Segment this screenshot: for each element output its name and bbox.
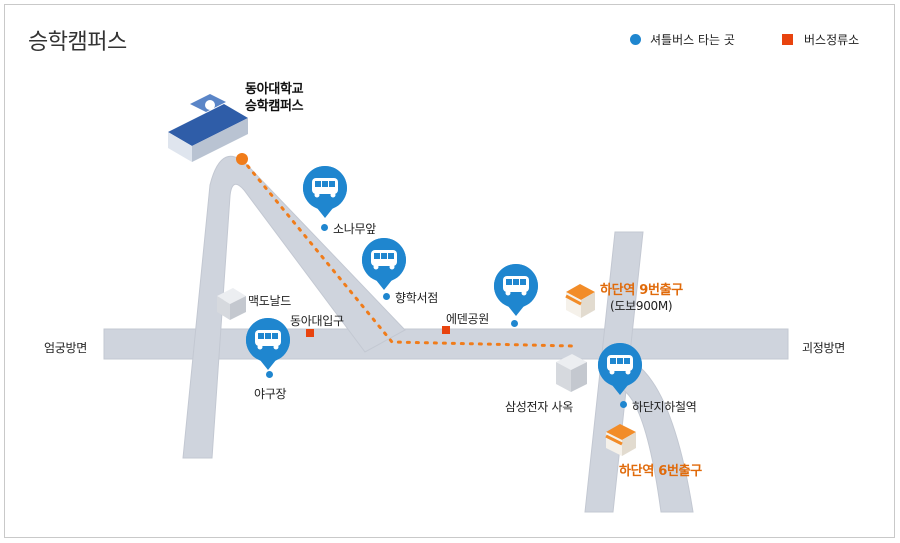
curve-road (619, 358, 694, 513)
bus-stop-marker (442, 326, 450, 334)
page-title: 승학캠퍼스 (28, 30, 127, 55)
landmark-samsung: 삼성전자 사옥 (505, 400, 573, 414)
shuttle-stop-dot (511, 320, 518, 327)
campus-label: 동아대학교 승학캠퍼스 (245, 81, 304, 115)
legend-shuttle-icon (630, 34, 641, 45)
samsung-building-icon (556, 354, 587, 392)
shuttle-stop-dot (383, 293, 390, 300)
shuttle-stop-dot (321, 224, 328, 231)
direction-east: 괴정방면 (802, 341, 845, 355)
mcdonalds-building-icon (217, 288, 246, 320)
shuttle-stop-hadan[interactable]: 하단지하철역 (632, 400, 697, 414)
subway-exit-9-label: 하단역 9번출구 (600, 283, 683, 298)
subway-exit-9-note: (도보900M) (610, 299, 673, 313)
shuttle-route (240, 157, 575, 348)
shuttle-stop-hyanghak[interactable]: 향학서점 (395, 291, 438, 305)
landmark-mcdonalds: 맥도날드 (248, 294, 291, 308)
bus-icon-baseball (245, 318, 290, 370)
bus-stop-dong-a-entrance[interactable]: 동아대입구 (290, 314, 344, 328)
subway-exit-6-icon (605, 424, 636, 456)
bus-icon-hyanghak (361, 238, 406, 290)
shuttle-stop-dot (620, 401, 627, 408)
subway-exit-6-label: 하단역 6번출구 (619, 464, 702, 479)
legend-bus-stop-label: 버스정류소 (804, 33, 860, 47)
map-frame (4, 4, 895, 538)
shuttle-stop-sonamu[interactable]: 소나무앞 (333, 222, 376, 236)
bus-icon-eden (493, 264, 538, 316)
legend-bus-stop-icon (782, 34, 793, 45)
shuttle-stop-baseball[interactable]: 야구장 (254, 387, 287, 401)
direction-west: 엄궁방면 (44, 341, 87, 355)
campus-road (182, 156, 406, 459)
campus-building-icon (168, 94, 248, 162)
bus-icon-sonamu (302, 166, 347, 218)
campus-label-line2: 승학캠퍼스 (245, 99, 304, 114)
bus-stop-marker (306, 329, 314, 337)
bus-stop-eden-park[interactable]: 에덴공원 (446, 312, 489, 326)
route-start-marker (236, 153, 248, 165)
campus-label-line1: 동아대학교 (245, 82, 304, 97)
legend-shuttle-label: 셔틀버스 타는 곳 (650, 33, 735, 47)
shuttle-stop-dot (266, 371, 273, 378)
subway-exit-9-icon (565, 284, 595, 318)
